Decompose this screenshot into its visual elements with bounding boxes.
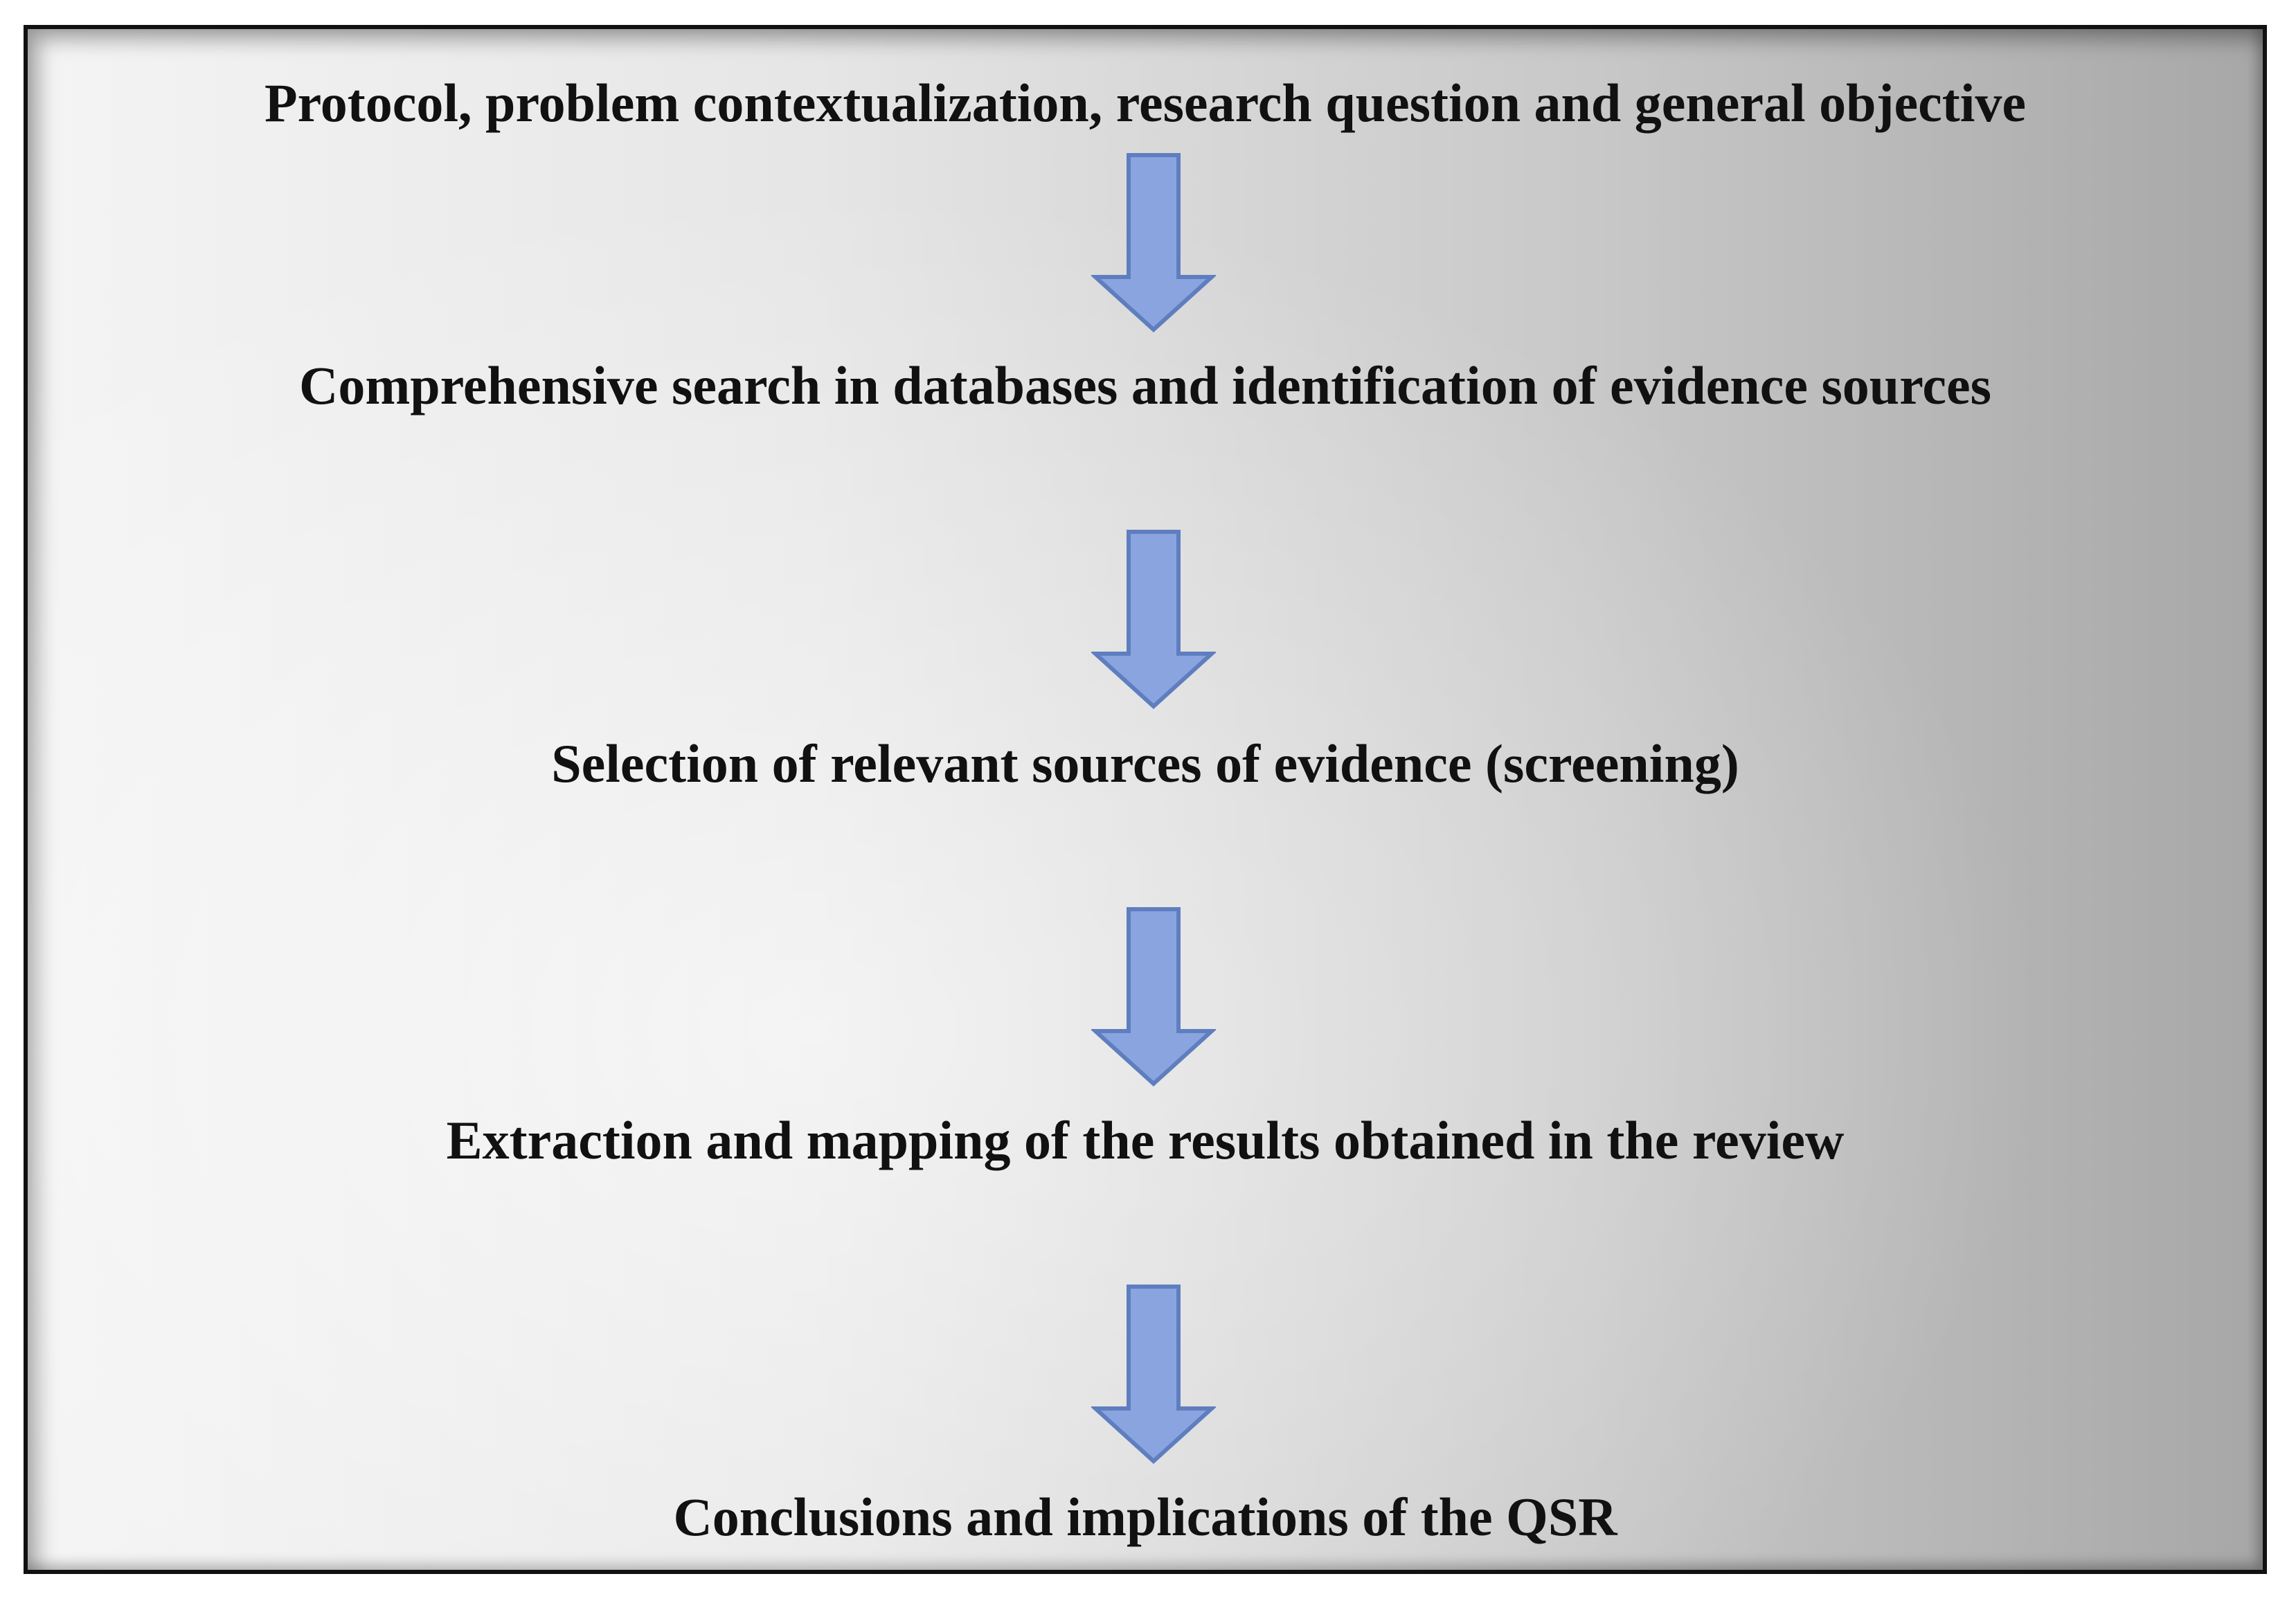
down-arrow-icon <box>1091 153 1216 332</box>
step-3-selection: Selection of relevant sources of evidenc… <box>551 733 1739 794</box>
diagram-frame: Protocol, problem contextualization, res… <box>24 25 2267 1574</box>
down-arrow-icon <box>1091 1285 1216 1464</box>
step-4-extraction: Extraction and mapping of the results ob… <box>446 1110 1845 1170</box>
step-2-search: Comprehensive search in databases and id… <box>298 355 1991 415</box>
step-5-conclusions: Conclusions and implications of the QSR <box>673 1487 1617 1547</box>
down-arrow-icon <box>1091 907 1216 1086</box>
down-arrow-icon <box>1091 530 1216 709</box>
step-1-protocol: Protocol, problem contextualization, res… <box>264 73 2027 133</box>
